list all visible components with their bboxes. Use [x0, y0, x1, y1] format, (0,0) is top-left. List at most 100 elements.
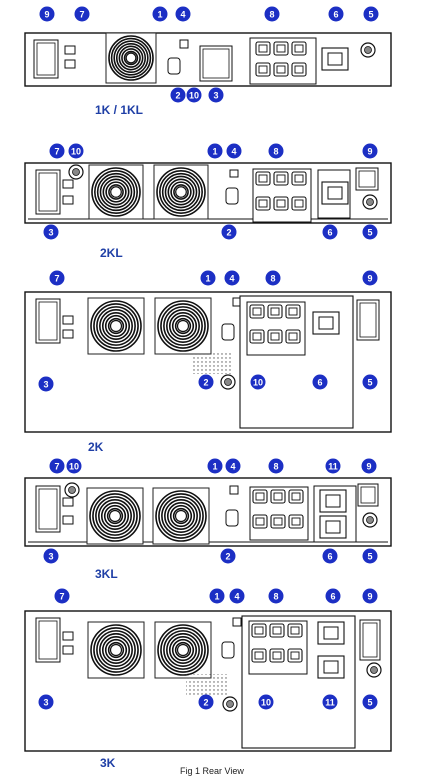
fan-hub [125, 52, 137, 64]
slot-card-inner [36, 42, 56, 76]
callout-number: 9 [366, 462, 371, 472]
receptacle [288, 489, 304, 504]
fan-ring [98, 499, 132, 533]
callout-number: 8 [269, 10, 274, 20]
fan-hub [110, 186, 122, 198]
slot-card-inner [360, 486, 376, 504]
callout-number: 10 [261, 698, 271, 708]
receptacle [270, 514, 286, 529]
power-inlet-socket [318, 316, 334, 330]
callout-number: 6 [317, 378, 322, 388]
fan-hub [109, 319, 123, 333]
fan-ring [170, 181, 192, 203]
receptacle [249, 329, 265, 344]
receptacle [269, 648, 285, 663]
callout-badge [362, 694, 378, 710]
fan-ring [110, 37, 152, 79]
fan-ring [93, 627, 139, 673]
fan-ring [108, 184, 124, 200]
receptacle-slot [276, 199, 286, 208]
fan-ring [172, 507, 190, 525]
callout-badge [49, 143, 65, 159]
receptacle [285, 329, 301, 344]
fan-ring [106, 507, 124, 525]
callout-badge [225, 458, 241, 474]
input-breaker-core [370, 666, 378, 674]
fan-ring [99, 309, 133, 343]
callout-badge [220, 548, 236, 564]
receptacle-slot [273, 517, 283, 526]
callout-badge [362, 143, 378, 159]
fan-ring [108, 35, 154, 81]
callout-number: 8 [273, 147, 278, 157]
callout-number: 3 [48, 552, 53, 562]
network-port [62, 195, 74, 205]
fan-ring [161, 496, 201, 536]
callout-badge [362, 270, 378, 286]
receptacle-slot [291, 517, 301, 526]
callout-number: 2 [203, 378, 208, 388]
fan-ring [169, 504, 193, 528]
receptacle-slot [291, 492, 301, 501]
callout-badge [209, 588, 225, 604]
callout-number: 8 [273, 592, 278, 602]
callout-number: 2 [175, 91, 180, 101]
callout-badge [312, 374, 328, 390]
callout-badge [361, 458, 377, 474]
fan-ring [92, 493, 138, 539]
network-port [64, 59, 76, 69]
receptacle [255, 41, 271, 56]
callout-badge [74, 6, 90, 22]
fan-ring [160, 303, 206, 349]
receptacle-slot [276, 65, 286, 74]
receptacle [251, 648, 267, 663]
panel-caption-1k: 1K / 1KL [95, 103, 144, 117]
slot-card [359, 619, 381, 661]
fan-ring [173, 184, 189, 200]
callout-badge [208, 87, 224, 103]
receptacle-slot [273, 492, 283, 501]
fan-ring [160, 627, 206, 673]
callout-badge [328, 6, 344, 22]
panel-caption-3k: 3K [100, 756, 116, 770]
input-breaker-core [366, 516, 374, 524]
fan-ring [95, 496, 135, 536]
callout-badge [322, 224, 338, 240]
receptacle [287, 648, 303, 663]
callout-badge [250, 374, 266, 390]
slot-card-inner [359, 302, 377, 338]
receptacle [252, 489, 268, 504]
callout-number: 4 [180, 10, 185, 20]
power-inlet [317, 655, 345, 679]
receptacle [249, 304, 265, 319]
callout-badge [68, 143, 84, 159]
callout-badge [322, 694, 338, 710]
callout-number: 9 [367, 592, 372, 602]
callout-badge [175, 6, 191, 22]
receptacle [267, 329, 283, 344]
receptacle-slot [254, 651, 264, 660]
receptacle-slot [294, 65, 304, 74]
callout-badge [54, 588, 70, 604]
callout-badge [207, 458, 223, 474]
callout-number: 2 [226, 228, 231, 238]
network-port [62, 645, 74, 655]
fan-ring [107, 317, 125, 335]
fan-ring [164, 499, 198, 533]
slot-card-inner [202, 48, 230, 79]
receptacle [267, 304, 283, 319]
callout-number: 2 [203, 698, 208, 708]
fan-ring [107, 641, 125, 659]
receptacle [273, 196, 289, 211]
callout-number: 9 [44, 10, 49, 20]
callout-badge [268, 458, 284, 474]
receptacle-slot [252, 332, 262, 341]
receptacle-slot [258, 174, 268, 183]
fan-ring [100, 501, 130, 531]
callout-badge [170, 87, 186, 103]
fan-ring [91, 167, 141, 217]
fan-ring [163, 306, 203, 346]
power-inlet-socket [325, 520, 341, 534]
